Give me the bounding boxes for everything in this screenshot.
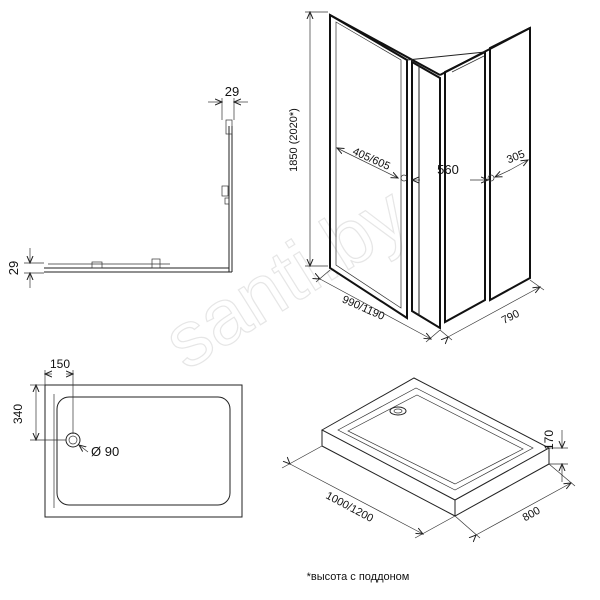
tray-drain-offset-x-label: 150 [50,357,70,371]
cabin-height-label: 1850 (2020*) [288,108,300,172]
cabin-view [305,12,545,342]
tray-iso [281,377,576,538]
tray-drain-diameter-label: Ø 90 [91,444,119,459]
cabin-length-label: 990/1190 [340,294,386,323]
tray-plan [30,370,243,518]
profile-thickness-left-label: 29 [6,261,21,275]
tray-drain-offset-y-label: 340 [11,404,25,424]
footnote: *высота с поддоном [307,571,410,583]
cabin-depth-label: 790 [500,308,522,327]
watermark: santi.by [148,169,423,386]
cabin-door-width-label: 560 [437,162,459,177]
cabin-right-panel-label: 305 [505,148,527,166]
profile-view [24,98,248,288]
cabin-left-panel-label: 405/605 [351,146,392,173]
profile-thickness-top-label: 29 [225,84,239,99]
tray-height-label: 170 [542,430,556,450]
tray-width-label: 800 [521,505,543,524]
